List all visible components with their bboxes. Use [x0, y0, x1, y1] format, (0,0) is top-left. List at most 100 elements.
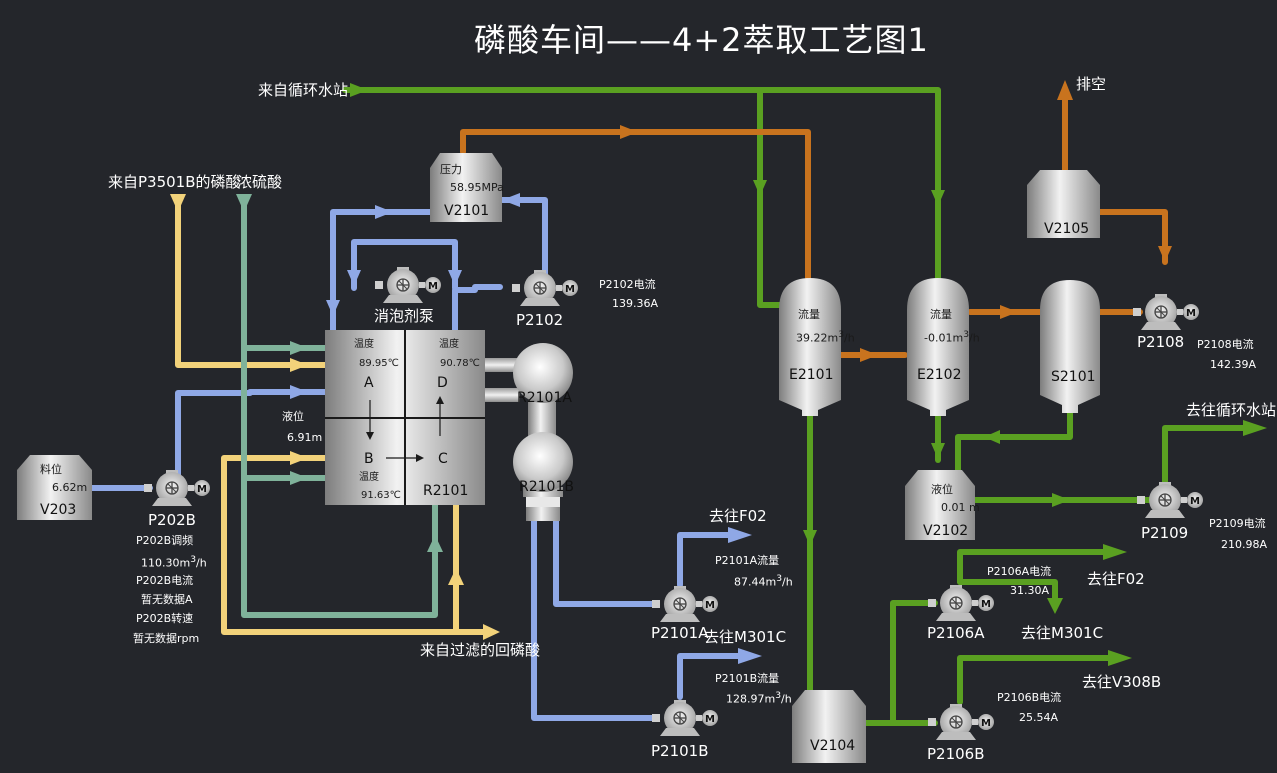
r2101-temp-a-label: 温度	[354, 339, 374, 350]
v2101-pressure-label: 压力	[440, 163, 462, 176]
p202b-speed-label: P202B转速	[136, 612, 194, 625]
p2106b-current-label: P2106B电流	[997, 691, 1062, 704]
v2101-name: V2101	[444, 203, 490, 219]
v2105-name: V2105	[1044, 221, 1090, 237]
v2104-name: V2104	[810, 738, 856, 754]
v2101-tank[interactable]	[430, 153, 502, 222]
flow-arrows	[170, 80, 1267, 666]
defoam-pump[interactable]	[374, 266, 442, 304]
p2106b-name: P2106B	[927, 745, 985, 763]
defoam-pump-name: 消泡剂泵	[374, 307, 435, 325]
r2101-temp-d-value: 90.78℃	[440, 358, 480, 369]
p2106a-name: P2106A	[927, 624, 985, 642]
page-title: 磷酸车间——4+2萃取工艺图1	[474, 21, 929, 59]
p2108-name: P2108	[1137, 333, 1185, 351]
r2101-zone-a: A	[364, 375, 374, 391]
e2102-name: E2102	[917, 367, 962, 383]
r2101-reactor[interactable]	[325, 330, 485, 505]
p2102-name: P2102	[516, 311, 564, 329]
source-filter-return: 来自过滤的回磷酸	[420, 641, 541, 659]
v2101-pressure-value: 58.95MPa	[450, 181, 504, 194]
p2106a-pump[interactable]	[927, 584, 995, 622]
p2101a-flow-value: 87.44m3/h	[734, 573, 793, 589]
dest-vent: 排空	[1076, 75, 1107, 93]
r2101-zone-d: D	[437, 375, 448, 391]
v2102-tank[interactable]	[905, 470, 975, 540]
r2101b-vessel[interactable]	[513, 432, 573, 492]
p2108-pump[interactable]	[1132, 293, 1200, 331]
e2101-column[interactable]	[779, 278, 841, 416]
p202b-name: P202B	[148, 511, 196, 529]
p2101b-name: P2101B	[651, 742, 709, 760]
p2102-current-value: 139.36A	[612, 297, 659, 310]
dest-to-f02-a: 去往F02	[709, 507, 767, 525]
p2102-pump[interactable]	[511, 269, 579, 307]
p2101b-flow-label: P2101B流量	[715, 672, 780, 685]
dest-to-f02-b: 去往F02	[1087, 570, 1145, 588]
v2104-tank[interactable]	[792, 690, 866, 763]
p2106a-current-value: 31.30A	[1010, 584, 1050, 597]
p2109-current-value: 210.98A	[1221, 538, 1268, 551]
v203-tank[interactable]	[17, 455, 92, 520]
source-circ-water: 来自循环水站	[258, 81, 349, 99]
e2101-flow-value: 39.22m3/h	[796, 329, 855, 345]
p2109-name: P2109	[1141, 524, 1189, 542]
p2101a-pump[interactable]	[651, 585, 719, 623]
r2101b-name: R2101B	[519, 479, 574, 495]
e2101-flow-label: 流量	[798, 308, 820, 321]
r2101-temp-b-label: 温度	[359, 472, 379, 483]
p202b-pump[interactable]	[143, 469, 211, 507]
p2106b-pump[interactable]	[927, 703, 995, 741]
v2102-name: V2102	[923, 523, 969, 539]
acid-slurry-lines	[89, 197, 743, 721]
r2101a-name: R2101A	[517, 390, 572, 406]
source-phos-p3501b: 来自P3501B的磷酸	[108, 173, 241, 191]
e2102-flow-value: -0.01m3/h	[924, 329, 980, 345]
e2102-column[interactable]	[907, 278, 969, 416]
v2102-level-value: 0.01 m	[941, 501, 980, 514]
p2108-current-value: 142.39A	[1210, 358, 1257, 371]
p202b-current-label: P202B电流	[136, 574, 194, 587]
dest-to-m301c-b: 去往M301C	[1021, 624, 1104, 642]
s2101-column[interactable]	[1040, 280, 1100, 413]
e2101-name: E2101	[789, 367, 834, 383]
dest-to-circ-water: 去往循环水站	[1186, 401, 1277, 419]
r2101a-vessel[interactable]	[513, 343, 573, 403]
p2101b-flow-value: 128.97m3/h	[726, 690, 792, 706]
s2101-name: S2101	[1051, 369, 1096, 385]
e2102-flow-label: 流量	[930, 308, 952, 321]
p202b-speed-value: 暂无数据rpm	[133, 632, 200, 645]
dest-to-v308b: 去往V308B	[1082, 673, 1162, 691]
p2101b-pump[interactable]	[651, 699, 719, 737]
v203-level-value: 6.62m	[52, 481, 88, 494]
v203-name: V203	[40, 502, 77, 518]
p202b-current-value: 暂无数据A	[141, 593, 193, 606]
r2101-zone-c: C	[438, 451, 448, 467]
v2105-tank[interactable]	[1027, 170, 1100, 238]
p2101a-name: P2101A	[651, 624, 709, 642]
p2106a-current-label: P2106A电流	[987, 565, 1052, 578]
p202b-freq-value: 110.30m3/h	[141, 554, 207, 570]
p2109-pump[interactable]	[1136, 481, 1204, 519]
r2101-level-value: 6.91m	[287, 431, 323, 444]
r2101-temp-b-value: 91.63℃	[361, 490, 401, 501]
p2101a-flow-label: P2101A流量	[715, 554, 780, 567]
v203-level-label: 料位	[40, 463, 62, 476]
p2102-current-label: P2102电流	[599, 278, 656, 291]
sulfuric-acid-lines	[241, 195, 438, 618]
r2101-temp-d-label: 温度	[439, 339, 459, 350]
source-conc-sulfuric: 浓硫酸	[237, 173, 283, 191]
p2109-current-label: P2109电流	[1209, 517, 1266, 530]
r2101-zone-b: B	[364, 451, 374, 467]
p202b-freq-label: P202B调频	[136, 534, 194, 547]
p2106b-current-value: 25.54A	[1019, 711, 1059, 724]
r2101-level-label: 液位	[282, 410, 304, 423]
r2101-name: R2101	[423, 483, 469, 499]
v2102-level-label: 液位	[931, 483, 953, 496]
p2108-current-label: P2108电流	[1197, 338, 1254, 351]
r2101-temp-a-value: 89.95℃	[359, 358, 399, 369]
dest-to-m301c-a: 去往M301C	[704, 628, 787, 646]
